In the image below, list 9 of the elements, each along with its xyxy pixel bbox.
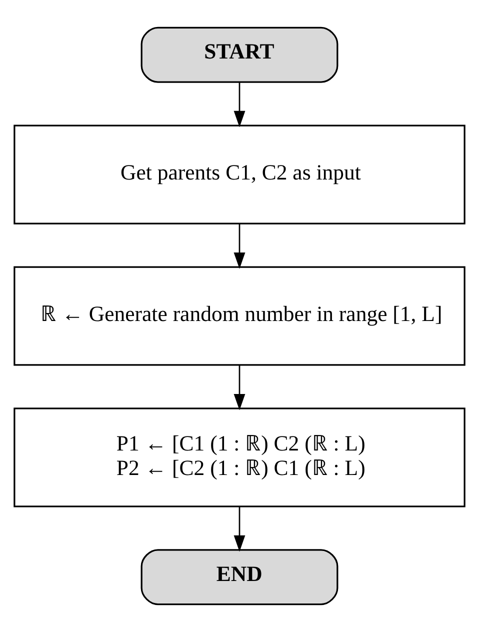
- node-box: Get parents C1, C2 as input: [13, 124, 465, 224]
- arrow: [233, 364, 245, 410]
- node-box: P1 ← [C1 (1 : ℝ) C2 (ℝ : L) P2 ← [C2 (1 : ℝ) C1 (ℝ : L): [13, 407, 465, 507]
- node-box: END: [140, 548, 338, 605]
- node-box: ℝ ← Generate random number in range [1, L]: [13, 266, 465, 366]
- node-box: START: [140, 26, 338, 82]
- arrow: [233, 223, 245, 268]
- arrow: [233, 506, 245, 552]
- arrow: [233, 82, 245, 127]
